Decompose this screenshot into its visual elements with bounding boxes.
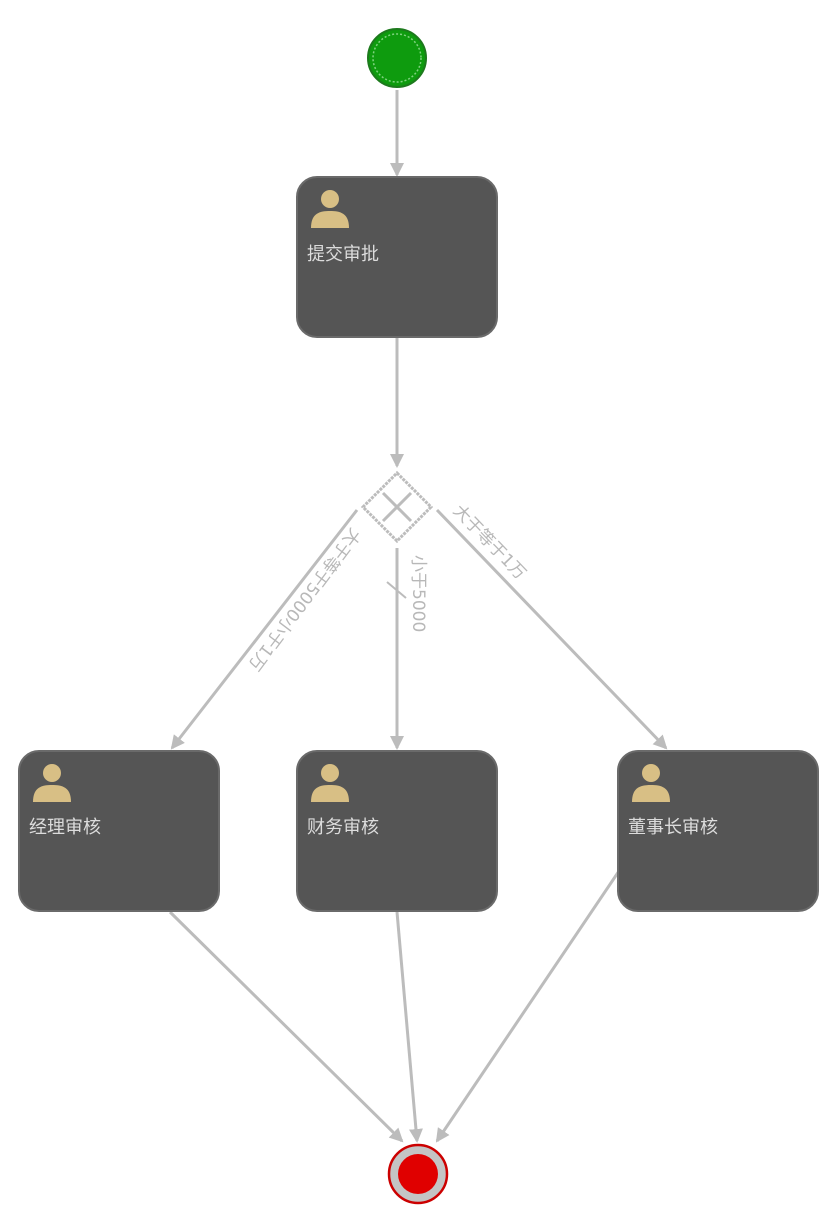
gateway-x-icon-stroke [381,491,413,523]
flow-finance-to-end[interactable] [395,911,423,1143]
task-label: 董事长审核 [628,817,718,838]
end-event[interactable] [387,1143,449,1205]
task-finance-review[interactable]: 财务审核 [296,750,498,912]
task-label: 提交审批 [307,244,379,265]
task-manager-review[interactable]: 经理审核 [18,750,220,912]
flow-gateway-to-manager[interactable] [170,509,359,750]
task-label: 财务审核 [307,817,379,838]
condition-label-chairman: 大于等于1万 [449,501,530,584]
condition-label-finance: 小于5000 [408,555,428,632]
flow-manager-to-end[interactable] [168,910,404,1143]
default-flow-marker [386,581,407,599]
task-label: 经理审核 [29,817,101,838]
flow-chairman-to-end[interactable] [435,870,621,1143]
task-chairman-review[interactable]: 董事长审核 [617,750,819,912]
task-submit-approval[interactable]: 提交审批 [296,176,498,338]
flow-gateway-to-chairman[interactable] [435,508,668,750]
exclusive-gateway[interactable] [360,470,434,544]
condition-label-manager: 大于等于5000小于1万 [244,524,364,674]
start-event[interactable] [367,28,427,88]
